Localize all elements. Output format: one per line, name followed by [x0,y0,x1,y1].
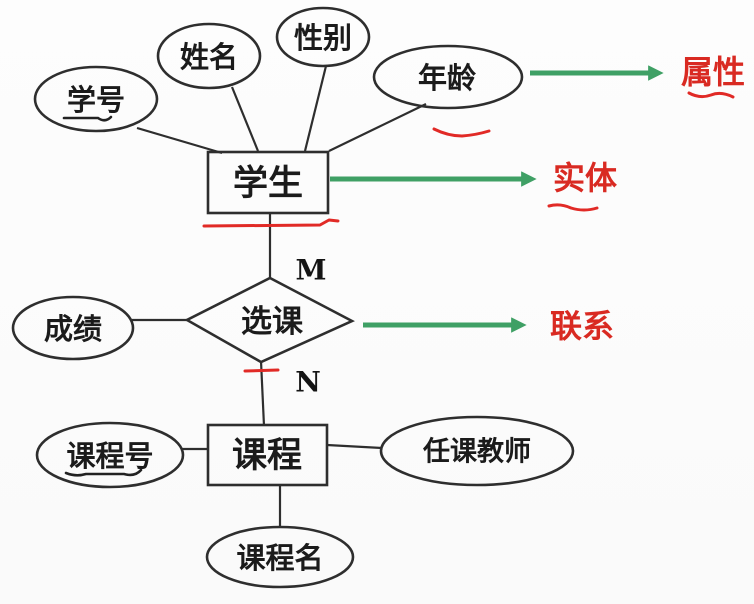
entity-student-rect [206,150,330,215]
pk-underline-course-id [64,468,143,477]
entity-course-label: 课程 [232,436,302,476]
pk-underline-student-id [62,115,113,122]
legend-entity-label: 实体 [553,159,617,197]
relationship-enrollment-label: 选课 [241,304,304,340]
attribute-course-teacher-ellipse [379,415,575,487]
legend-arrows [330,65,664,333]
attribute-course-id-label: 课程号 [66,439,153,473]
entity-student-label: 学生 [233,163,303,204]
entity-rectangles [206,150,330,487]
attribute-name-label: 姓名 [180,40,238,74]
connector-name [230,86,260,152]
legend-relationship-label: 联系 [550,307,614,345]
red-squiggle-entity-label [547,203,599,212]
connector-student-id [136,126,223,155]
attribute-age-label: 年龄 [418,61,477,95]
cardinality-n-label: N [295,366,321,399]
cardinality-m-label: M [296,254,327,287]
attribute-course-name-ellipse [205,525,355,589]
legend-attribute-label: 属性 [681,53,745,91]
entity-course-rect [206,423,329,487]
attribute-course-id-ellipse [35,421,185,489]
attribute-student-id-ellipse [33,65,159,133]
attribute-age-ellipse [372,44,524,110]
attribute-name-ellipse [156,22,262,90]
red-squiggle-age [432,127,491,138]
attribute-gender-ellipse [275,6,371,68]
relationship-enrollment-diamond [184,276,355,364]
connector-course-teacher [326,443,383,450]
connector-gender [303,65,328,152]
red-tick-enrollment-course-line [243,368,280,373]
red-underline-student-entity [202,218,340,228]
red-annotation-marks [202,91,735,373]
attribute-student-id-label: 学号 [67,83,125,117]
connector-age [328,103,427,152]
red-squiggle-attribute-label [687,91,735,99]
attribute-course-teacher-label: 任课教师 [422,437,531,468]
attribute-ellipses [11,6,575,589]
attribute-grade-ellipse [11,295,135,361]
attribute-gender-label: 性别 [294,21,352,55]
attribute-grade-label: 成绩 [44,312,102,346]
attribute-course-name-label: 课程名 [236,541,323,575]
